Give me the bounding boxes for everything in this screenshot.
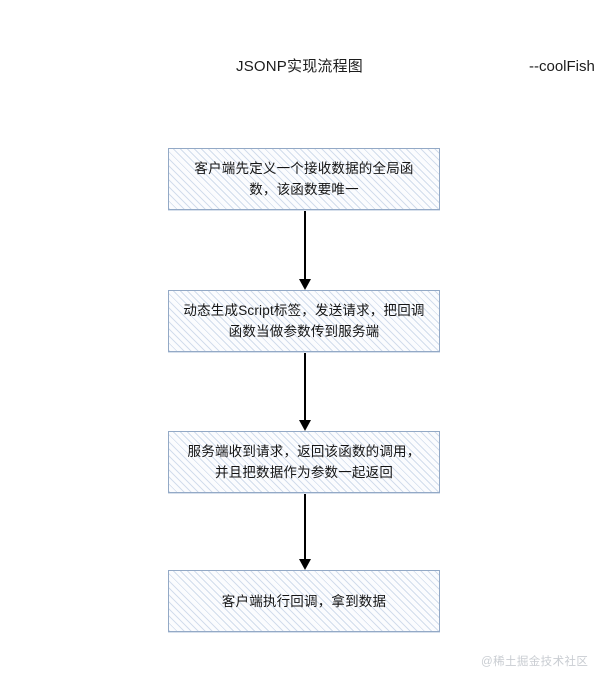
arrow-shaft: [304, 494, 306, 559]
page-title: JSONP实现流程图: [236, 58, 364, 75]
flow-arrow-1: [297, 211, 313, 290]
flow-arrow-3: [297, 494, 313, 570]
flow-node-step-3: 服务端收到请求，返回该函数的调用， 并且把数据作为参数一起返回: [168, 431, 440, 493]
author-credit: --coolFish: [529, 58, 595, 75]
arrow-shaft: [304, 211, 306, 279]
arrow-head-icon: [299, 559, 311, 570]
flow-node-label: 动态生成Script标签，发送请求，把回调 函数当做参数传到服务端: [183, 303, 425, 339]
flow-node-step-1: 客户端先定义一个接收数据的全局函 数，该函数要唯一: [168, 148, 440, 210]
watermark: @稀土掘金技术社区: [481, 656, 589, 668]
flow-node-step-2: 动态生成Script标签，发送请求，把回调 函数当做参数传到服务端: [168, 290, 440, 352]
flow-node-label: 客户端执行回调，拿到数据: [221, 593, 387, 609]
flow-node-label: 客户端先定义一个接收数据的全局函 数，该函数要唯一: [194, 161, 414, 197]
arrow-shaft: [304, 353, 306, 420]
flow-arrow-2: [297, 353, 313, 431]
flow-node-label: 服务端收到请求，返回该函数的调用， 并且把数据作为参数一起返回: [187, 444, 421, 480]
arrow-head-icon: [299, 420, 311, 431]
arrow-head-icon: [299, 279, 311, 290]
flow-node-step-4: 客户端执行回调，拿到数据: [168, 570, 440, 632]
